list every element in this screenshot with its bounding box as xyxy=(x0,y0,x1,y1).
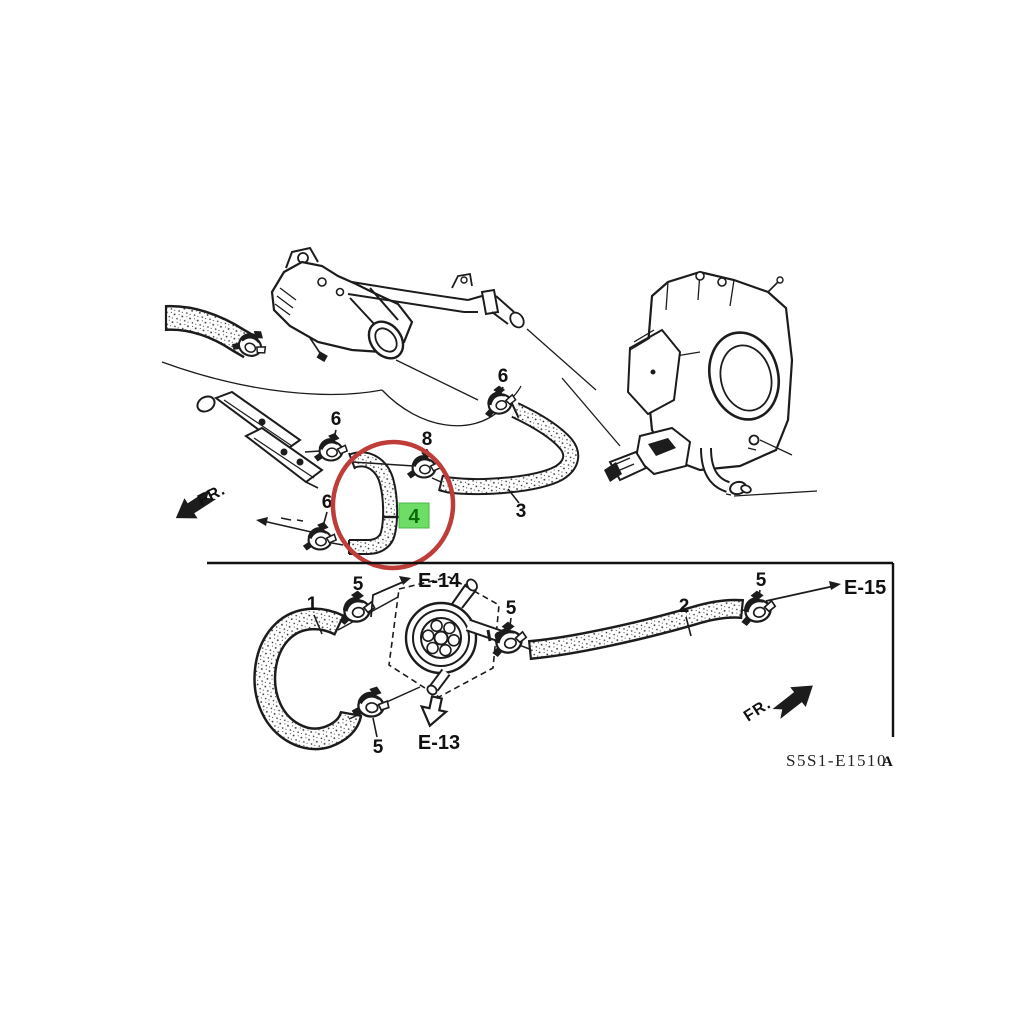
ref-e13: E-13 xyxy=(418,695,460,754)
fast-idle-valve-bracket xyxy=(196,390,324,489)
water-outlet-assembly xyxy=(270,246,525,362)
fr-direction-arrow-front-bottom: FR. xyxy=(741,685,813,725)
fr-label-top: FR. xyxy=(195,481,228,509)
ref-e14-label: E-14 xyxy=(418,570,461,592)
hose-clamp-icon xyxy=(350,683,392,721)
hose-2 xyxy=(527,598,745,661)
ref-e13-label: E-13 xyxy=(418,732,460,754)
throttle-body xyxy=(604,270,818,497)
highlight-tag xyxy=(398,502,430,529)
oil-cooler xyxy=(388,576,510,698)
hose-3 xyxy=(438,401,580,495)
callout-clamp5-c: 5 xyxy=(506,598,517,619)
fr-direction-arrow-front-top: FR. xyxy=(175,481,228,519)
callout-hose1: 1 xyxy=(307,594,318,615)
callout-clamp5-a: 5 xyxy=(353,574,364,595)
callout-hose2: 2 xyxy=(679,596,690,617)
callout-clamp8: 8 xyxy=(422,429,433,450)
highlight-callout: 4 xyxy=(330,439,456,571)
drawing-code-text: S5S1-E1510 xyxy=(786,751,887,770)
hose-4-highlighted xyxy=(348,451,399,555)
water-inlet-hose xyxy=(164,304,257,359)
hose-1 xyxy=(253,607,363,751)
upper-diagram: FR. 6 8 6 6 3 4 xyxy=(161,246,818,571)
callout-clamp5-d: 5 xyxy=(756,570,767,591)
drawing-code: S5S1-E1510 A xyxy=(786,751,893,770)
engine-contour-lines xyxy=(161,328,621,447)
fr-label-bottom: FR. xyxy=(741,695,774,725)
drawing-code-suffix: A xyxy=(882,754,893,770)
hose-clamp-icon xyxy=(301,520,338,552)
panel-border xyxy=(207,561,895,737)
down-arrow-icon xyxy=(419,695,449,728)
callout-clamp5-b: 5 xyxy=(373,737,384,758)
highlight-ring xyxy=(330,439,456,571)
hose-clamp-icon xyxy=(312,431,349,463)
lower-diagram: E-14 E-13 E-15 1 2 5 5 5 xyxy=(207,561,895,770)
callout-clamp6-mid: 6 xyxy=(331,409,342,430)
ref-e14: E-14 xyxy=(370,570,461,618)
left-leader-arrow xyxy=(256,517,321,535)
callout-hose4-highlighted: 4 xyxy=(408,506,420,528)
callout-hose3: 3 xyxy=(516,501,527,522)
ref-e15: E-15 xyxy=(765,577,886,602)
hose-clamp-icon xyxy=(477,381,520,420)
ref-e15-label: E-15 xyxy=(844,577,886,599)
hose-clamp-icon xyxy=(405,448,442,480)
callout-clamp6-low: 6 xyxy=(322,492,333,513)
connection-lines xyxy=(304,450,442,546)
callout-clamp6-top: 6 xyxy=(498,366,509,387)
